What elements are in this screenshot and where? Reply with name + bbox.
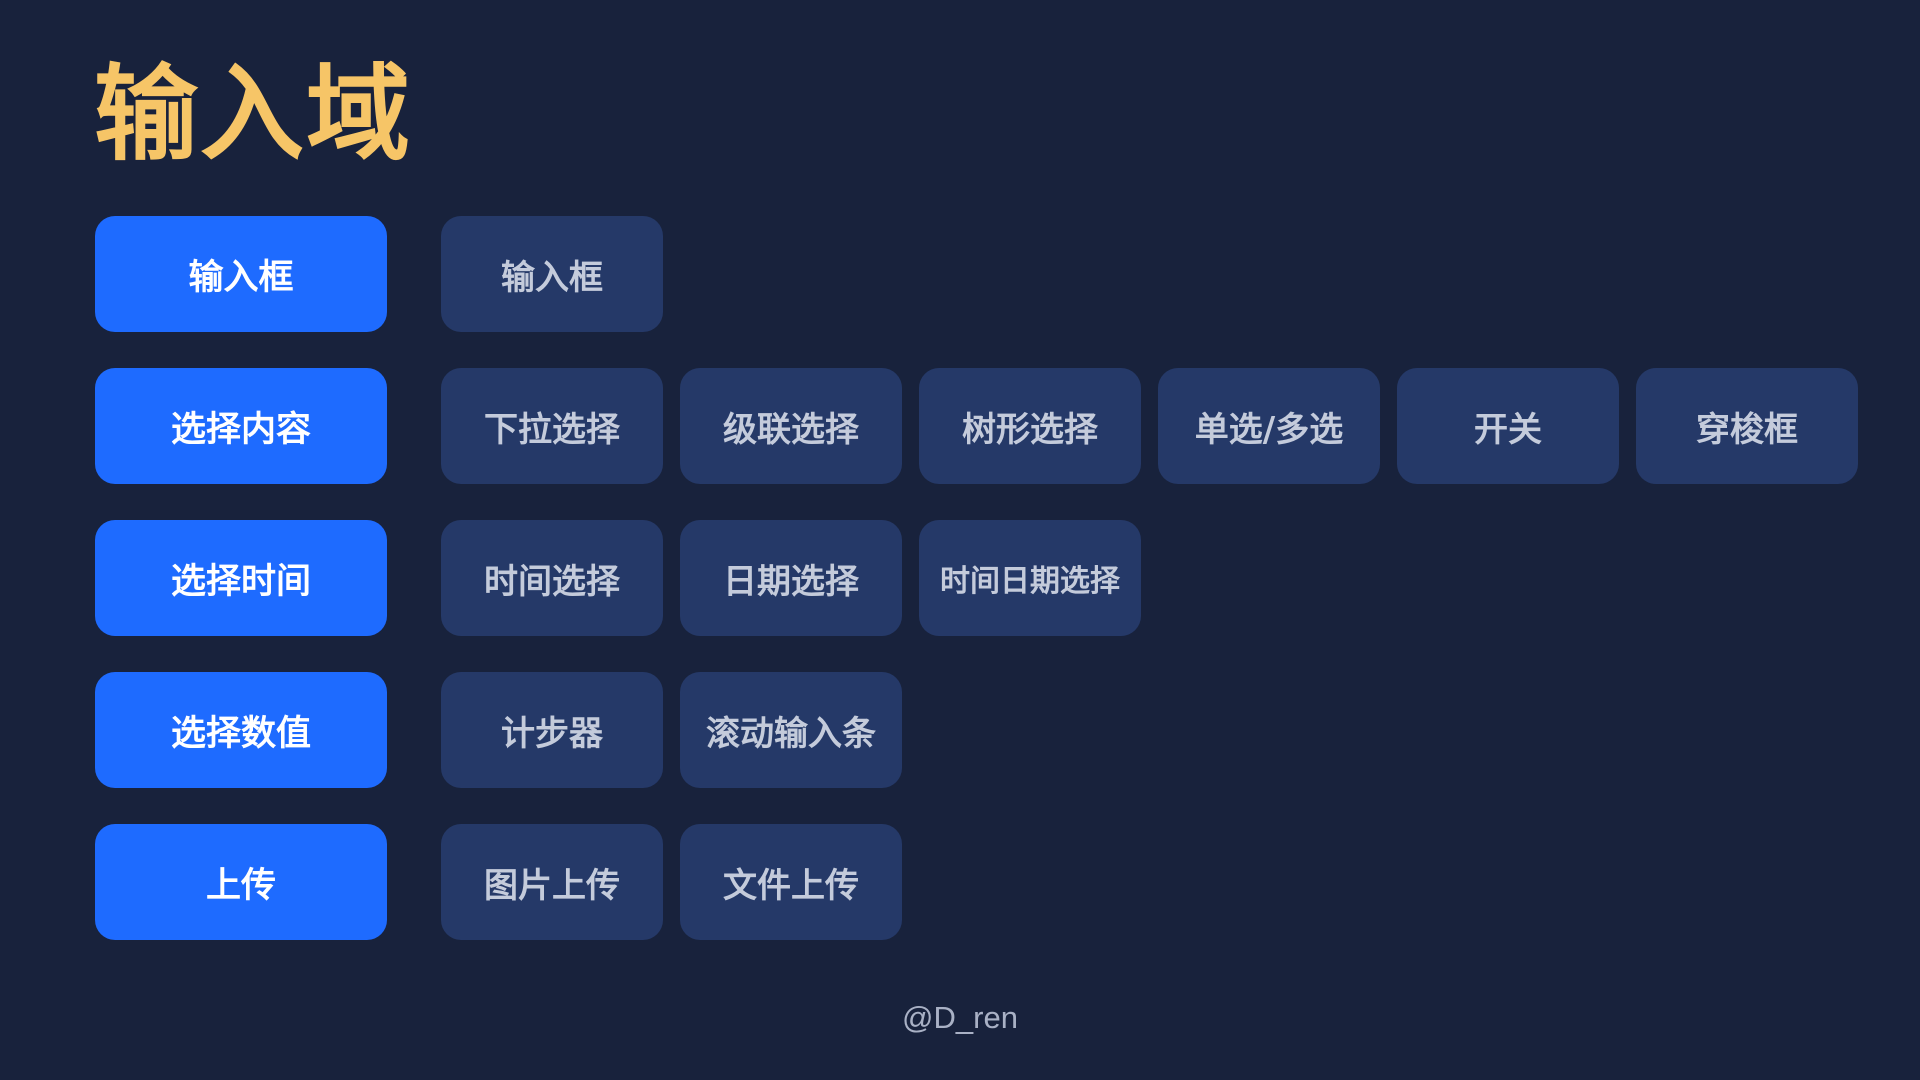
row-input-box: 输入框 输入框 — [95, 216, 1875, 332]
item-tree-select[interactable]: 树形选择 — [919, 368, 1141, 484]
category-input-box[interactable]: 输入框 — [95, 216, 387, 332]
item-radio-checkbox[interactable]: 单选/多选 — [1158, 368, 1380, 484]
author-credit: @D_ren — [902, 1000, 1018, 1035]
items-select-number: 计步器 滚动输入条 — [441, 672, 919, 788]
item-cascade-select[interactable]: 级联选择 — [680, 368, 902, 484]
item-date-picker[interactable]: 日期选择 — [680, 520, 902, 636]
item-dropdown-select[interactable]: 下拉选择 — [441, 368, 663, 484]
row-select-content: 选择内容 下拉选择 级联选择 树形选择 单选/多选 开关 穿梭框 — [95, 368, 1875, 484]
item-switch[interactable]: 开关 — [1397, 368, 1619, 484]
items-input-box: 输入框 — [441, 216, 680, 332]
items-select-time: 时间选择 日期选择 时间日期选择 — [441, 520, 1158, 636]
category-rows: 输入框 输入框 选择内容 下拉选择 级联选择 树形选择 单选/多选 开关 穿梭框… — [95, 216, 1875, 976]
items-upload: 图片上传 文件上传 — [441, 824, 919, 940]
item-slider[interactable]: 滚动输入条 — [680, 672, 902, 788]
category-upload[interactable]: 上传 — [95, 824, 387, 940]
item-input-box[interactable]: 输入框 — [441, 216, 663, 332]
row-select-number: 选择数值 计步器 滚动输入条 — [95, 672, 1875, 788]
item-datetime-picker[interactable]: 时间日期选择 — [919, 520, 1141, 636]
item-image-upload[interactable]: 图片上传 — [441, 824, 663, 940]
items-select-content: 下拉选择 级联选择 树形选择 单选/多选 开关 穿梭框 — [441, 368, 1875, 484]
category-select-content[interactable]: 选择内容 — [95, 368, 387, 484]
page-title: 输入域 — [94, 53, 413, 175]
category-select-time[interactable]: 选择时间 — [95, 520, 387, 636]
category-select-number[interactable]: 选择数值 — [95, 672, 387, 788]
item-stepper[interactable]: 计步器 — [441, 672, 663, 788]
item-file-upload[interactable]: 文件上传 — [680, 824, 902, 940]
item-time-picker[interactable]: 时间选择 — [441, 520, 663, 636]
row-select-time: 选择时间 时间选择 日期选择 时间日期选择 — [95, 520, 1875, 636]
row-upload: 上传 图片上传 文件上传 — [95, 824, 1875, 940]
item-transfer[interactable]: 穿梭框 — [1636, 368, 1858, 484]
